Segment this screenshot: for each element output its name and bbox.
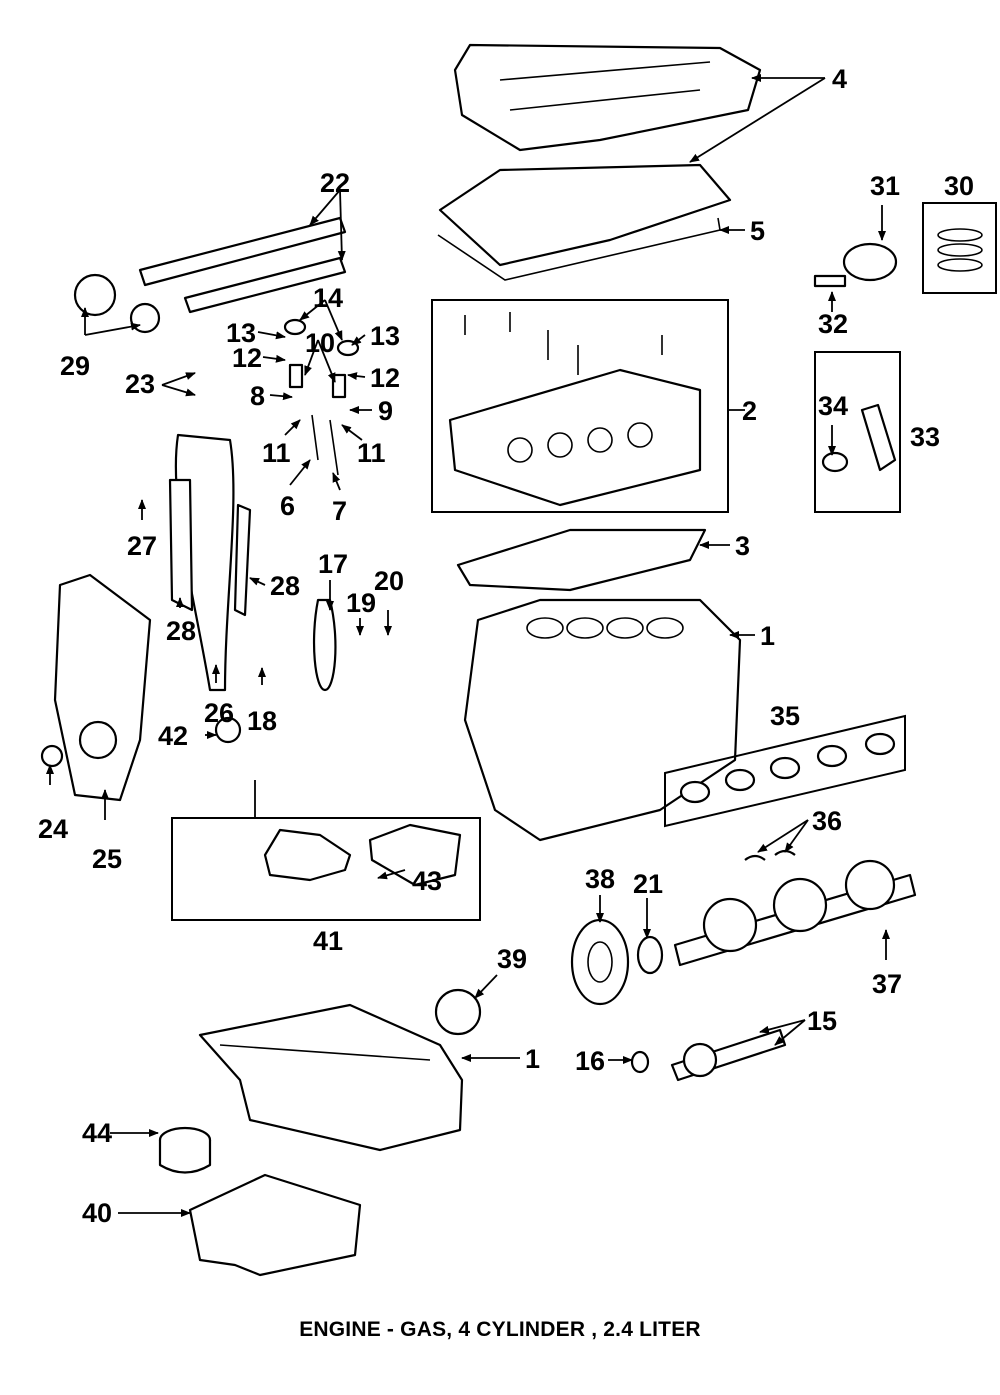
piston-and-rings <box>813 228 983 288</box>
callout-5: 5 <box>750 216 765 246</box>
callout-1-block: 1 <box>760 621 775 651</box>
callout-30: 30 <box>944 171 974 201</box>
callout-39: 39 <box>497 944 527 974</box>
callout-11-right: 11 <box>357 438 386 468</box>
engine-block <box>463 598 742 842</box>
diagram-caption: ENGINE - GAS, 4 CYLINDER , 2.4 LITER <box>299 1318 701 1341</box>
valve-train-parts <box>283 318 360 476</box>
callout-27: 27 <box>127 531 157 561</box>
callout-33: 33 <box>910 422 940 452</box>
callout-15: 15 <box>807 1006 837 1036</box>
callout-2: 2 <box>742 396 757 426</box>
callout-18: 18 <box>247 706 277 736</box>
callout-20: 20 <box>374 566 404 596</box>
callout-8: 8 <box>250 381 265 411</box>
engine-cover <box>453 43 762 152</box>
timing-cover <box>40 573 152 802</box>
callout-12-right: 12 <box>370 363 400 393</box>
callout-13-left: 13 <box>226 318 256 348</box>
callout-11-left: 11 <box>262 438 291 468</box>
callout-37: 37 <box>872 969 902 999</box>
bearings-box <box>664 714 906 828</box>
callout-10: 10 <box>305 328 335 358</box>
oil-pump-box <box>171 817 481 921</box>
callout-19: 19 <box>346 588 376 618</box>
callout-28-right: 28 <box>270 571 300 601</box>
callout-43: 43 <box>412 866 442 896</box>
callout-21: 21 <box>633 869 663 899</box>
callout-36: 36 <box>812 806 842 836</box>
leader-lines <box>46 74 890 1217</box>
connecting-rod <box>821 403 897 473</box>
crankshaft-pulley <box>570 918 664 1006</box>
oil-filter <box>158 1126 212 1174</box>
cylinder-head-box <box>431 299 729 513</box>
timing-chain <box>168 433 337 692</box>
callout-34: 34 <box>818 391 848 421</box>
oil-pan-upper <box>198 1003 464 1152</box>
callout-6: 6 <box>280 491 295 521</box>
callout-25: 25 <box>92 844 122 874</box>
head-gasket <box>456 528 707 592</box>
callout-12-left: 12 <box>232 343 262 373</box>
callout-40: 40 <box>82 1198 112 1228</box>
callout-22: 22 <box>320 168 350 198</box>
cylinder-head <box>448 312 702 507</box>
callout-labels: 1 2 3 4 5 6 7 8 9 10 11 11 12 12 13 13 1… <box>38 64 974 1228</box>
callout-16: 16 <box>575 1046 605 1076</box>
main-bearings <box>679 732 896 861</box>
valve-cover <box>437 163 732 281</box>
balance-shafts <box>630 1028 787 1082</box>
callout-13-right: 13 <box>370 321 400 351</box>
callout-23: 23 <box>125 369 155 399</box>
callout-1-oil-pan: 1 <box>525 1044 540 1074</box>
connecting-rod-box <box>814 351 901 513</box>
callout-44: 44 <box>82 1118 112 1148</box>
callout-28-left: 28 <box>166 616 196 646</box>
rings-box <box>922 202 997 294</box>
callout-14: 14 <box>313 283 343 313</box>
callout-17: 17 <box>318 549 348 579</box>
callout-4: 4 <box>832 64 847 94</box>
oil-pump <box>214 716 462 887</box>
callout-32: 32 <box>818 309 848 339</box>
crankshaft <box>673 859 917 967</box>
callout-26: 26 <box>204 698 234 728</box>
callout-31: 31 <box>870 171 900 201</box>
callout-24: 24 <box>38 814 68 844</box>
callout-3: 3 <box>735 531 750 561</box>
callout-29: 29 <box>60 351 90 381</box>
callout-38: 38 <box>585 864 615 894</box>
callout-41: 41 <box>313 926 343 956</box>
rear-main-seal <box>434 988 482 1036</box>
oil-pan-lower <box>188 1173 362 1277</box>
callout-42: 42 <box>158 721 188 751</box>
callout-9: 9 <box>378 396 393 426</box>
camshafts <box>73 216 347 334</box>
callout-7: 7 <box>332 496 347 526</box>
callout-35: 35 <box>770 701 800 731</box>
